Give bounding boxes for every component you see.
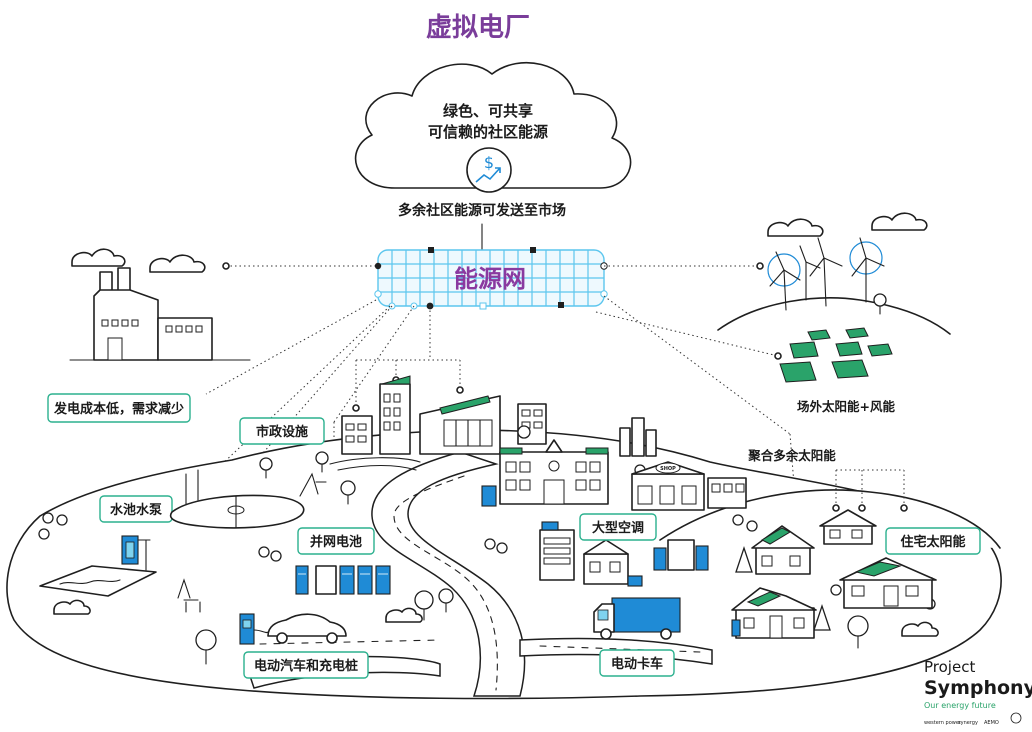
cloud: [354, 61, 632, 189]
label-pool-pump: [99, 495, 173, 523]
logo-tagline: Our energy future: [924, 701, 996, 710]
residential-houses: [731, 509, 937, 639]
label-residential-solar-text: 住宅太阳能: [900, 534, 965, 550]
label-large-ac: [579, 513, 657, 541]
label-grid-battery-text: 并网电池: [310, 534, 362, 550]
aggregated-connectors: [832, 469, 908, 512]
central-building: [481, 417, 657, 507]
large-ac-building: [539, 521, 709, 587]
label-large-ac-text: 大型空调: [592, 520, 644, 536]
partner-western-power: western power: [924, 720, 962, 726]
logo-line2: Symphony: [924, 677, 1032, 699]
label-low-cost-text: 发电成本低，需求减少: [53, 401, 184, 417]
label-electric-truck-text: 电动卡车: [611, 656, 663, 672]
energy-grid-label: 能源网: [454, 265, 526, 293]
cloud-text-line2: 可信赖的社区能源: [428, 123, 548, 141]
label-ev-charging: [243, 651, 369, 679]
label-electric-truck: [599, 649, 675, 677]
sports-field: [169, 469, 305, 529]
grid-battery: [295, 565, 391, 595]
pool-pump: [39, 535, 157, 597]
electric-truck: [593, 597, 681, 640]
partner-synergy: synergy: [958, 720, 978, 726]
export-text: 多余社区能源可发送至市场: [398, 202, 566, 219]
svg-text:$: $: [484, 153, 494, 172]
partner-crest-icon: [1010, 712, 1022, 724]
logo-line1: Project: [924, 658, 975, 676]
island-clouds: [53, 599, 939, 637]
municipal-buildings: [341, 375, 547, 455]
label-municipal-text: 市政设施: [256, 424, 308, 440]
dollar-growth-icon: $: [466, 147, 512, 193]
connector-node: [222, 262, 230, 270]
offsite-label: 场外太阳能+风能: [797, 399, 895, 414]
diagram-title: 虚拟电厂: [426, 13, 530, 43]
label-ev-charging-text: 电动汽车和充电桩: [254, 658, 358, 674]
factory: [69, 248, 251, 361]
partner-aemo: AEMO: [984, 720, 999, 726]
label-grid-battery: [297, 527, 375, 555]
cloud-text-line1: 绿色、可共享: [443, 102, 533, 120]
label-low-cost: [47, 393, 191, 423]
offsite-wind-solar: [717, 212, 951, 383]
shop-building: [631, 461, 747, 511]
electric-car-charger: [239, 613, 347, 645]
aggregated-label: 聚合多余太阳能: [747, 448, 836, 463]
label-pool-pump-text: 水池水泵: [110, 502, 162, 518]
label-residential-solar: [885, 527, 981, 555]
label-municipal: [239, 417, 325, 445]
playground: [177, 472, 327, 613]
shop-sign: SHOP: [660, 466, 676, 472]
energy-grid: [374, 247, 608, 310]
